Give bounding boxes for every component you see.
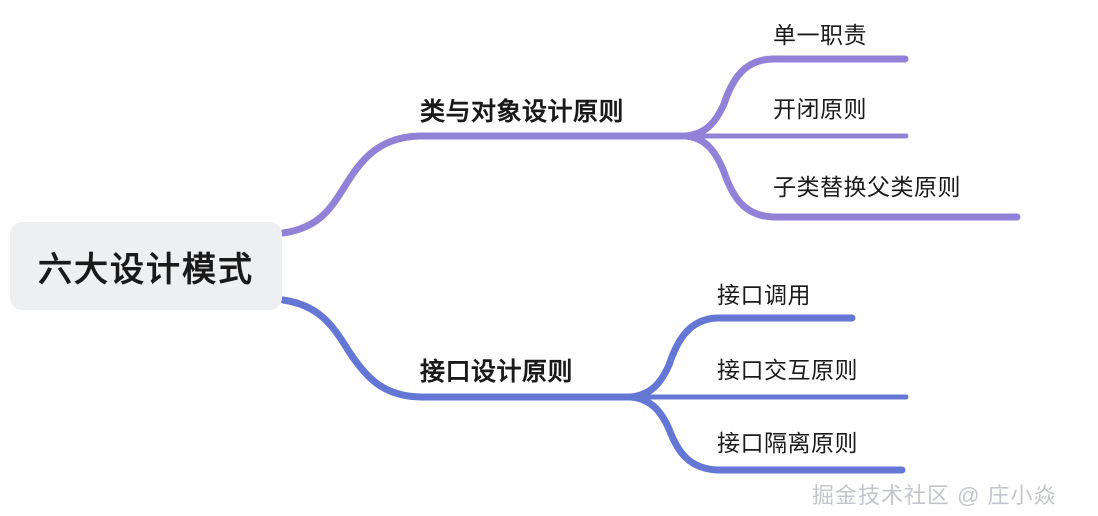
branch-line-class-design-trunk bbox=[279, 132, 690, 237]
branch-line-interface-design-trunk bbox=[279, 296, 635, 401]
branch-line-interface-segregation bbox=[627, 393, 906, 474]
branch-line-liskov bbox=[682, 132, 1021, 221]
leaf-label-interface-call[interactable]: 接口调用 bbox=[717, 282, 811, 308]
leaf-label-interface-interaction[interactable]: 接口交互原则 bbox=[717, 357, 858, 383]
branch-line-interface-call bbox=[627, 314, 856, 401]
branch-label-class-design[interactable]: 类与对象设计原则 bbox=[420, 98, 625, 126]
leaf-label-single-responsibility[interactable]: 单一职责 bbox=[773, 22, 867, 48]
branch-label-interface-design[interactable]: 接口设计原则 bbox=[420, 358, 574, 386]
root-node[interactable]: 六大设计模式 bbox=[10, 222, 282, 310]
leaf-label-liskov[interactable]: 子类替换父类原则 bbox=[773, 174, 961, 200]
branch-line-single-responsibility bbox=[682, 55, 909, 140]
watermark-text: 掘金技术社区 @ 庄小焱 bbox=[812, 483, 1057, 508]
leaf-label-interface-segregation[interactable]: 接口隔离原则 bbox=[717, 430, 858, 456]
root-node-label: 六大设计模式 bbox=[38, 250, 254, 289]
leaf-label-open-closed[interactable]: 开闭原则 bbox=[773, 96, 867, 122]
